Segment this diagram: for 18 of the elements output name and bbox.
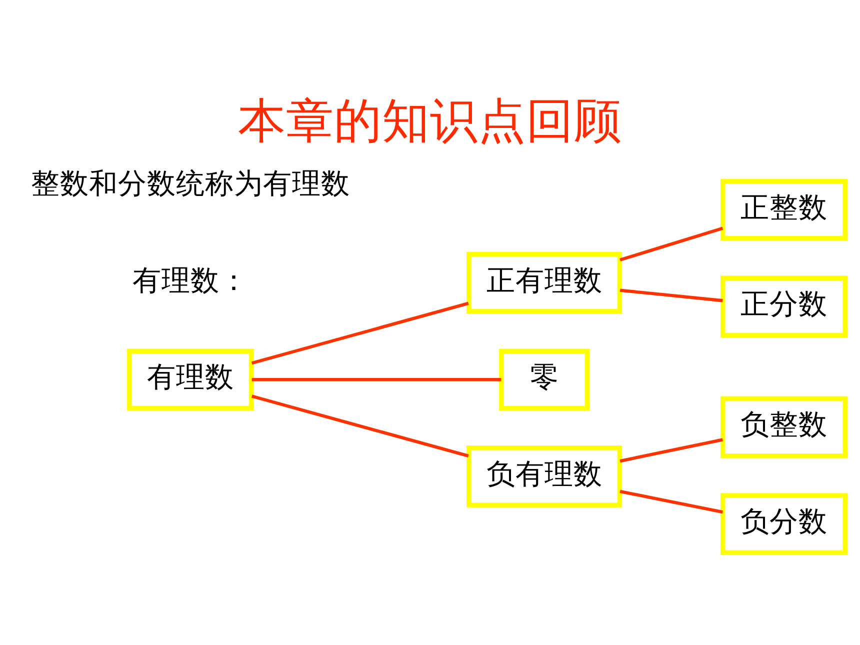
node-box: 有理数 — [126, 348, 254, 411]
node-box: 负分数 — [720, 493, 848, 556]
connector — [620, 438, 723, 463]
connector — [620, 288, 723, 302]
node-box: 正有理数 — [466, 252, 622, 314]
node-box: 负有理数 — [466, 446, 622, 508]
label: 整数和分数统称为有理数 — [30, 166, 350, 200]
connector — [251, 302, 469, 365]
label: 有理数： — [132, 262, 248, 297]
connector — [251, 394, 469, 458]
node-box: 负整数 — [720, 396, 848, 458]
connector — [620, 226, 724, 262]
connector — [252, 378, 502, 382]
node-box: 正分数 — [720, 276, 848, 338]
node-box: 正整数 — [720, 178, 848, 241]
connector — [620, 490, 723, 514]
node-box: 零 — [499, 348, 590, 411]
diagram-title: 本章的知识点回顾 — [238, 94, 622, 149]
